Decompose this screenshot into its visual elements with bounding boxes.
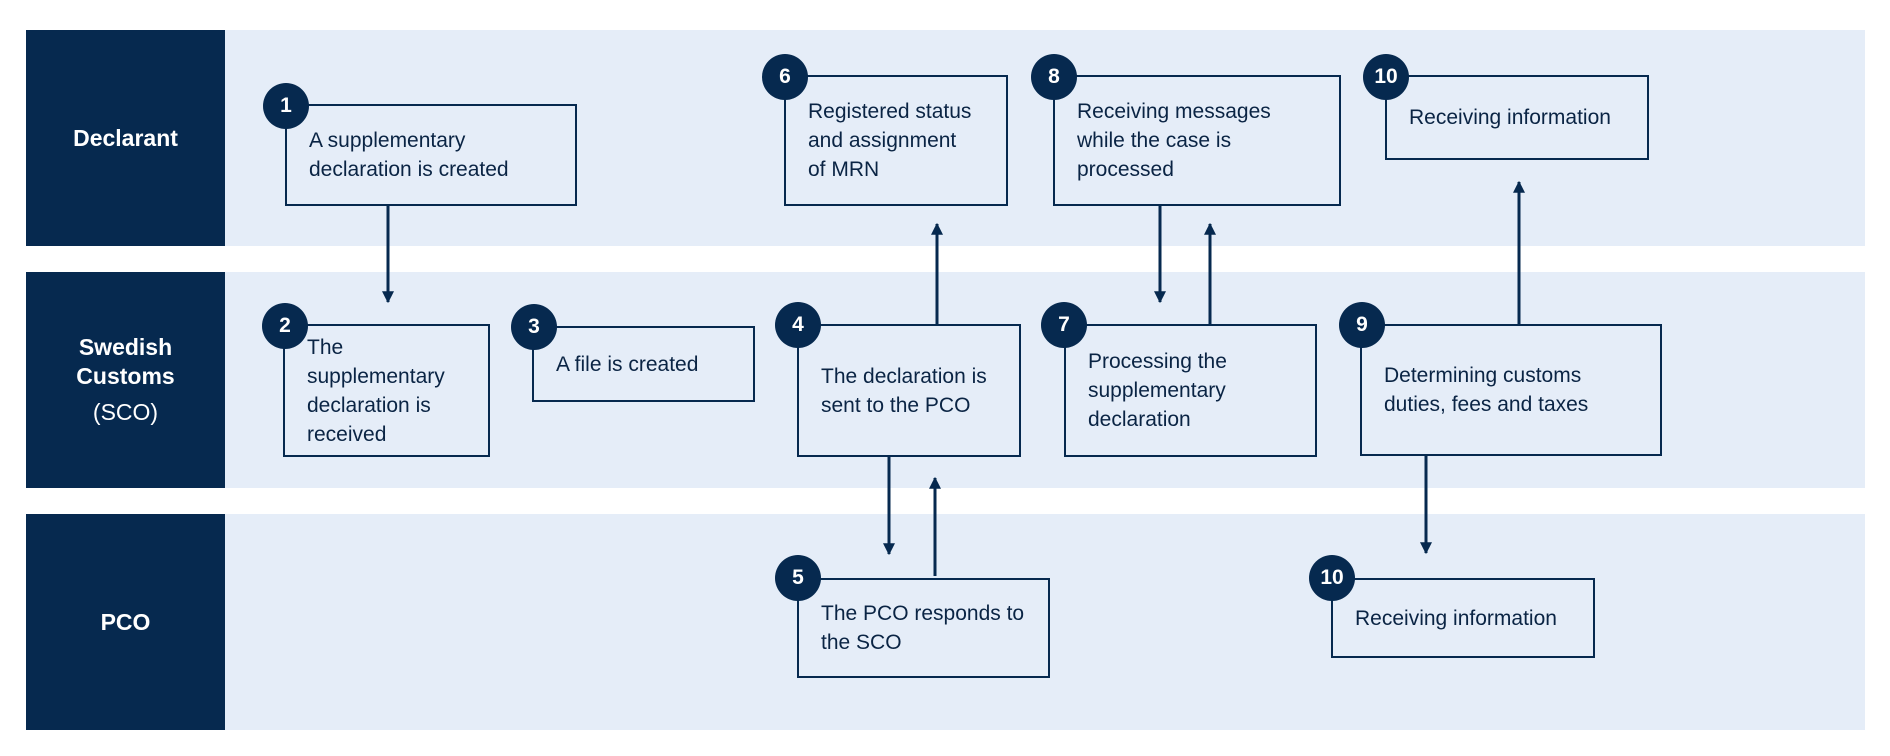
step-box-9: Determining customs duties, fees and tax… <box>1360 324 1662 456</box>
step-badge-4: 4 <box>775 302 821 348</box>
step-badge-2: 2 <box>262 303 308 349</box>
step-text-5: The PCO responds to the SCO <box>821 602 1025 654</box>
lane-name-sco: Swedish Customs <box>76 334 175 389</box>
step-text-10-declarant: Receiving information <box>1409 106 1611 129</box>
step-box-1: A supplementary declaration is created <box>285 104 577 206</box>
step-text-3: A file is created <box>556 352 699 376</box>
step-text-4: The declaration is sent to the PCO <box>821 364 987 417</box>
step-badge-10-declarant: 10 <box>1363 54 1409 100</box>
step-box-10-declarant: Receiving information <box>1385 75 1649 160</box>
step-box-5: The PCO responds to the SCO <box>797 578 1050 678</box>
step-box-6: Registered status and assignment of MRN <box>784 75 1008 206</box>
step-text-2: The supplementary declaration is receive… <box>307 335 445 446</box>
lane-subname-sco: (SCO) <box>92 399 159 425</box>
lane-header-declarant: Declarant <box>26 30 225 246</box>
step-badge-7: 7 <box>1041 302 1087 348</box>
step-badge-3: 3 <box>511 304 557 350</box>
step-box-2: The supplementary declaration is receive… <box>283 324 490 457</box>
step-box-3: A file is created <box>532 326 755 402</box>
step-box-7: Processing the supplementary declaration <box>1064 324 1317 457</box>
step-text-6: Registered status and assignment of MRN <box>808 100 972 181</box>
step-badge-1: 1 <box>263 83 309 129</box>
step-badge-8: 8 <box>1031 54 1077 100</box>
lane-name-declarant: Declarant <box>73 124 178 151</box>
step-badge-5: 5 <box>775 555 821 601</box>
step-box-8: Receiving messages while the case is pro… <box>1053 75 1341 206</box>
step-badge-9: 9 <box>1339 302 1385 348</box>
step-badge-10-pco: 10 <box>1309 555 1355 601</box>
step-badge-6: 6 <box>762 54 808 100</box>
step-text-9: Determining customs duties, fees and tax… <box>1384 364 1589 416</box>
step-text-1: A supplementary declaration is created <box>309 129 509 181</box>
step-text-10-pco: Receiving information <box>1355 606 1557 630</box>
step-text-8: Receiving messages while the case is pro… <box>1077 100 1271 181</box>
lane-header-pco: PCO <box>26 514 225 730</box>
step-box-4: The declaration is sent to the PCO <box>797 324 1021 457</box>
lane-name-pco: PCO <box>100 608 151 635</box>
step-box-10-pco: Receiving information <box>1331 578 1595 658</box>
lane-header-sco: Swedish Customs (SCO) <box>26 272 225 488</box>
step-text-7: Processing the supplementary declaration <box>1088 350 1227 431</box>
